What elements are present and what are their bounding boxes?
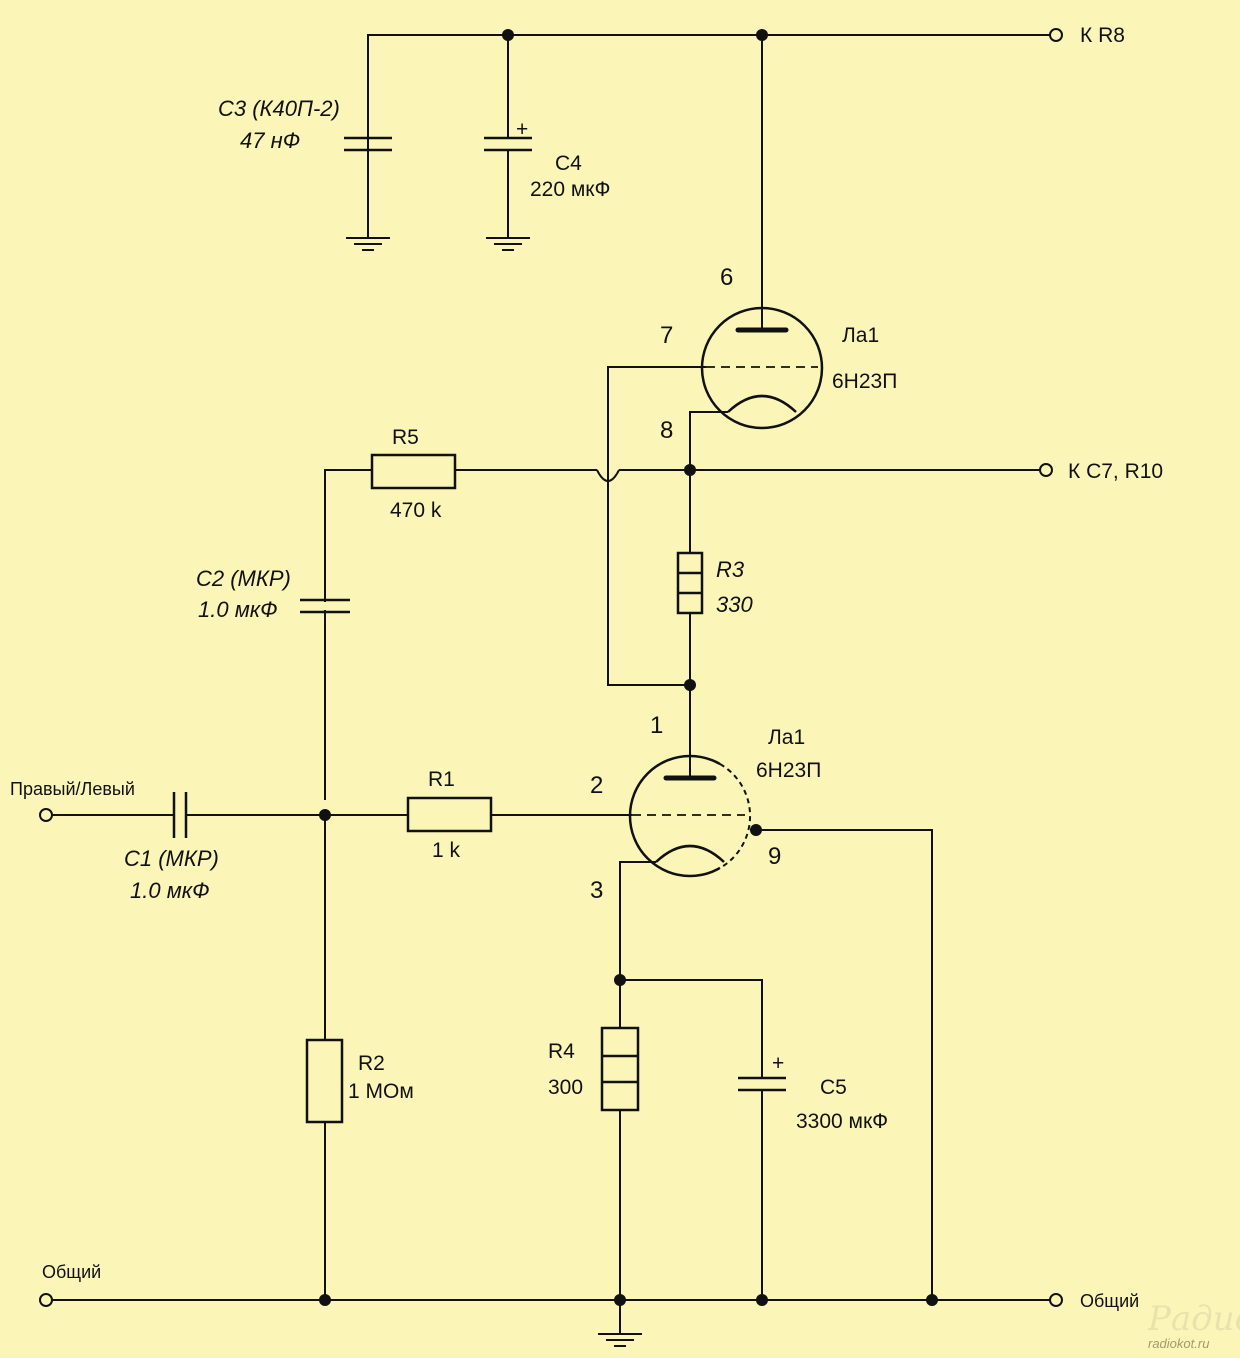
c1-value: 1.0 мкФ bbox=[130, 878, 210, 903]
r4-value: 300 bbox=[548, 1076, 583, 1099]
resistor-r4: R4 300 bbox=[548, 1026, 640, 1300]
resistor-r5: R5 470 k bbox=[370, 426, 457, 522]
pin-7: 7 bbox=[660, 322, 673, 349]
r2-name: R2 bbox=[358, 1052, 385, 1075]
r5-name: R5 bbox=[392, 426, 419, 449]
tube-lower-name: Ла1 bbox=[768, 726, 805, 749]
common-rail: Общий Общий bbox=[39, 1262, 1139, 1347]
terminal-common-right-label: Общий bbox=[1080, 1291, 1139, 1311]
r2-value: 1 МОм bbox=[348, 1080, 414, 1103]
tube-upper-name: Ла1 bbox=[842, 324, 879, 347]
capacitor-c4: + C4 220 мкФ bbox=[484, 118, 610, 201]
watermark: Радио КОТ radiokot.ru bbox=[1147, 1299, 1240, 1351]
terminal-k-c7-r10 bbox=[1039, 463, 1053, 477]
capacitor-c5: + C5 3300 мкФ bbox=[738, 1052, 888, 1300]
c5-value: 3300 мкФ bbox=[796, 1110, 888, 1133]
watermark-logo: Радио КОТ bbox=[1147, 1299, 1240, 1339]
r1-value: 1 k bbox=[432, 839, 461, 862]
c4-polarity: + bbox=[516, 118, 528, 141]
pin-1: 1 bbox=[650, 712, 663, 739]
pin-6: 6 bbox=[720, 264, 733, 291]
c4-name: C4 bbox=[555, 152, 582, 175]
c5-polarity: + bbox=[772, 1052, 784, 1075]
tube-upper: 6 7 8 Ла1 6Н23П bbox=[660, 264, 897, 444]
resistor-r3: R3 330 bbox=[676, 470, 753, 758]
input-line: Правый/Левый bbox=[10, 779, 632, 822]
terminal-common-left-label: Общий bbox=[42, 1262, 101, 1282]
junction-dot bbox=[502, 29, 514, 41]
c3-value: 47 нФ bbox=[240, 128, 300, 153]
terminal-common-right bbox=[1049, 1293, 1063, 1307]
capacitor-c2: C2 (МКР) 1.0 мкФ bbox=[196, 566, 350, 622]
capacitor-c3: C3 (К40П-2) 47 нФ bbox=[218, 35, 392, 238]
ground-symbol bbox=[346, 237, 390, 251]
terminal-input bbox=[39, 808, 53, 822]
top-rail: К R8 bbox=[367, 24, 1125, 308]
pin-2: 2 bbox=[590, 772, 603, 799]
pin-9: 9 bbox=[768, 843, 781, 870]
junction-dot bbox=[319, 1294, 331, 1306]
terminal-k-r8 bbox=[1049, 28, 1063, 42]
junction-dot bbox=[926, 1294, 938, 1306]
c5-name: C5 bbox=[820, 1076, 847, 1099]
pin-8: 8 bbox=[660, 417, 673, 444]
resistor-r2: R2 1 МОм bbox=[305, 815, 414, 1300]
r5-value: 470 k bbox=[390, 499, 442, 522]
r3-value: 330 bbox=[716, 592, 753, 617]
tube-lower-type: 6Н23П bbox=[756, 759, 821, 782]
c2-name: C2 (МКР) bbox=[196, 566, 291, 591]
c4-value: 220 мкФ bbox=[530, 178, 610, 201]
c1-name: C1 (МКР) bbox=[124, 846, 219, 871]
junction-dot bbox=[684, 679, 696, 691]
pin-3: 3 bbox=[590, 877, 603, 904]
terminal-input-label: Правый/Левый bbox=[10, 779, 135, 799]
ground-symbol bbox=[486, 237, 530, 251]
tube-lower: 1 2 3 9 Ла1 6Н23П bbox=[590, 712, 821, 904]
terminal-k-r8-label: К R8 bbox=[1080, 24, 1125, 47]
capacitor-c1: C1 (МКР) 1.0 мкФ bbox=[124, 792, 219, 903]
c3-name: C3 (К40П-2) bbox=[218, 96, 340, 121]
terminal-k-c7-r10-label: К С7, R10 bbox=[1068, 460, 1163, 483]
junction-dot bbox=[756, 29, 768, 41]
middle-rail: К С7, R10 bbox=[324, 460, 1163, 800]
c2-value: 1.0 мкФ bbox=[198, 597, 278, 622]
resistor-r1: R1 1 k bbox=[406, 768, 493, 862]
r1-name: R1 bbox=[428, 768, 455, 791]
r4-name: R4 bbox=[548, 1040, 575, 1063]
tube-upper-type: 6Н23П bbox=[832, 370, 897, 393]
watermark-site: radiokot.ru bbox=[1148, 1336, 1209, 1351]
junction-dot bbox=[756, 1294, 768, 1306]
terminal-common-left bbox=[39, 1293, 53, 1307]
r3-name: R3 bbox=[716, 557, 745, 582]
junction-dot bbox=[614, 974, 626, 986]
